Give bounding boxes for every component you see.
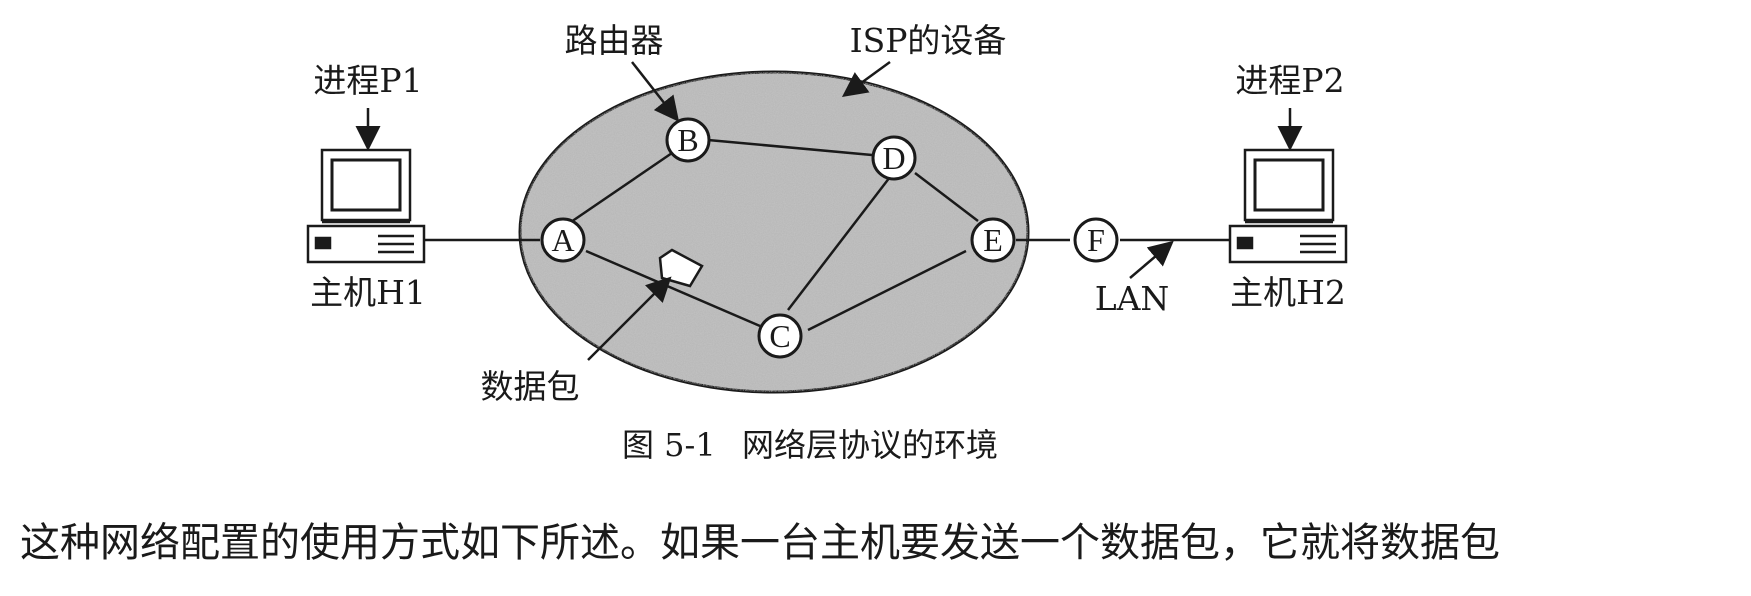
arrow-lan [1129, 240, 1174, 279]
figure-number: 图 5-1 [622, 426, 716, 464]
host-h2-computer-icon [1228, 148, 1348, 264]
node-c-label: C [769, 318, 790, 354]
network-links [420, 138, 1234, 332]
arrow-isp-equipment [841, 60, 891, 97]
arrow-packet [587, 276, 672, 361]
router-node-b: B [665, 117, 711, 163]
process-p1-label: 进程P1 [313, 61, 422, 100]
host-h1-label: 主机H1 [310, 273, 426, 312]
node-b-label: B [677, 122, 698, 158]
link-c-e [807, 249, 967, 332]
router-label: 路由器 [565, 21, 664, 60]
link-a-b [567, 151, 673, 226]
link-c-d [787, 176, 891, 311]
router-node-a: A [540, 217, 586, 263]
figure-caption: 图 5-1 网络层协议的环境 [622, 426, 998, 464]
process-p2-label: 进程P2 [1235, 61, 1344, 100]
node-d-label: D [882, 140, 905, 176]
host-h2-label: 主机H2 [1230, 273, 1346, 312]
node-e-label: E [983, 222, 1003, 258]
router-node-f: F [1073, 217, 1119, 263]
figure-title: 网络层协议的环境 [742, 426, 998, 464]
host-h1-computer-icon [306, 148, 426, 264]
router-node-d: D [871, 135, 917, 181]
arrow-router [631, 61, 680, 122]
link-a-c [585, 249, 761, 328]
node-a-label: A [551, 222, 574, 258]
link-b-d [707, 138, 873, 157]
isp-equipment-label: ISP的设备 [850, 21, 1007, 60]
packet-label: 数据包 [481, 367, 580, 406]
node-f-label: F [1087, 222, 1105, 258]
router-node-e: E [970, 217, 1016, 263]
router-node-c: C [757, 313, 803, 359]
pointer-arrows [355, 60, 1303, 361]
body-paragraph: 这种网络配置的使用方式如下所述。如果一台主机要发送一个数据包，它就将数据包 [20, 520, 1500, 566]
lan-label: LAN [1095, 279, 1170, 318]
link-d-e [914, 172, 979, 222]
